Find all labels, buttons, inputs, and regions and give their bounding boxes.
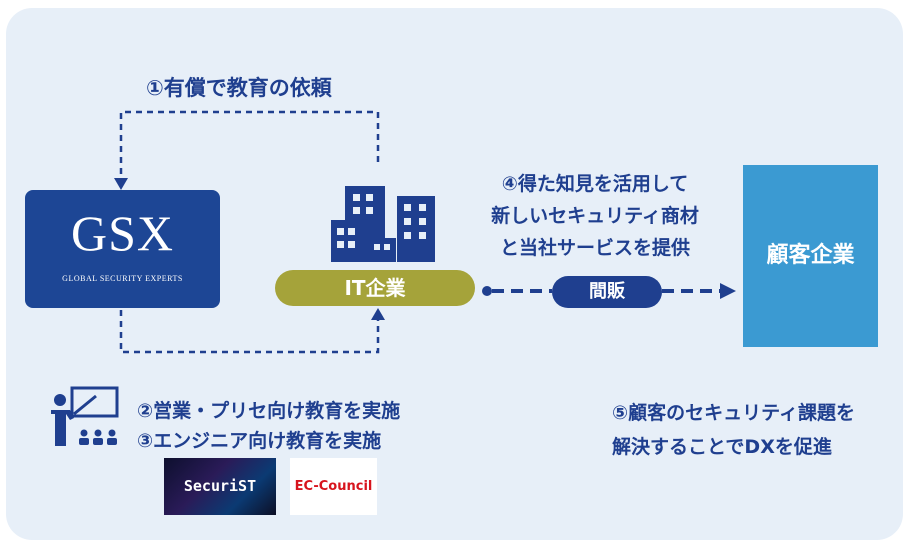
education-connector <box>119 310 380 354</box>
request-arrowhead <box>114 178 128 190</box>
eccouncil-logo: EC-Council <box>290 458 377 515</box>
teacher-icon <box>51 386 119 446</box>
dealer-node: 間販 <box>552 276 662 308</box>
customer-node: 顧客企業 <box>743 165 878 347</box>
solve-line-1: ⑤顧客のセキュリティ課題を <box>612 402 855 424</box>
step-solve-label: ⑤顧客のセキュリティ課題を 解決することでDXを促進 <box>612 396 855 464</box>
request-connector <box>119 110 380 182</box>
education-arrowhead <box>371 308 385 320</box>
education-steps: ②営業・プリセ向け教育を実施 ③エンジニア向け教育を実施 <box>137 396 400 456</box>
step-sales-education: ②営業・プリセ向け教育を実施 <box>137 400 401 422</box>
step-request-label: ①有償で教育の依頼 <box>146 76 332 100</box>
connector-dot <box>482 286 492 296</box>
building-icon <box>331 186 435 262</box>
knowledge-line-1: ④得た知見を活用して <box>501 173 689 195</box>
solve-line-2: 解決することでDXを促進 <box>612 436 832 458</box>
supply-arrowhead <box>720 283 736 299</box>
step-engineer-education: ③エンジニア向け教育を実施 <box>137 430 382 452</box>
securi-logo: SecuriST <box>164 458 276 515</box>
gsx-tagline: GLOBAL SECURITY EXPERTS <box>62 274 183 283</box>
step-knowledge-label: ④得た知見を活用して 新しいセキュリティ商材 と当社サービスを提供 <box>460 168 730 264</box>
knowledge-line-2: 新しいセキュリティ商材 <box>491 205 699 227</box>
it-company-node: IT企業 <box>275 270 475 306</box>
gsx-logo-box: GSX GLOBAL SECURITY EXPERTS <box>25 190 220 308</box>
knowledge-line-3: と当社サービスを提供 <box>499 237 690 259</box>
gsx-logo-text: GSX <box>70 205 175 261</box>
